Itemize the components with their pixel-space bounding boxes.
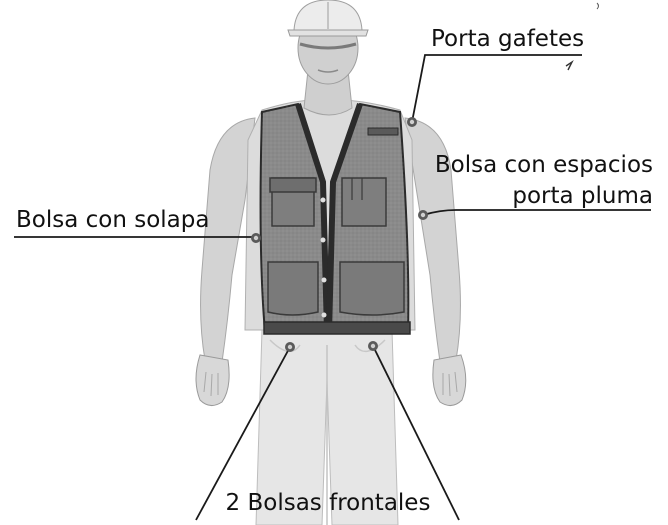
badge-holder-label: Porta gafetes — [431, 26, 584, 52]
front-pocket-leader-right — [372, 345, 460, 521]
left-arm — [195, 117, 256, 406]
callout-lines — [14, 54, 651, 521]
right-arm — [404, 117, 467, 406]
front-pocket-leader-left — [195, 346, 291, 521]
scan-marks — [565, 2, 599, 71]
flap-pocket-label: Bolsa con solapa — [16, 207, 209, 233]
pen-pocket — [341, 177, 387, 227]
pen-pocket-label-line1: Bolsa con espacios — [435, 152, 653, 178]
badge-holder-leader — [411, 54, 582, 123]
badge-holder — [367, 127, 399, 136]
vest-icon — [259, 102, 411, 335]
flap-pocket — [269, 177, 317, 227]
front-pockets-label: 2 Bolsas frontales — [226, 490, 431, 516]
lower-right-pocket — [339, 261, 405, 316]
vest-bottom-band — [263, 321, 411, 335]
worker-figure — [195, 0, 467, 525]
hard-hat-icon — [287, 0, 369, 37]
pants — [255, 329, 399, 525]
left-hand — [195, 354, 230, 406]
callout-dots — [251, 117, 428, 352]
pen-pocket-leader — [422, 209, 651, 216]
pen-pocket-label-line2: porta pluma — [512, 183, 653, 209]
lower-left-pocket — [267, 261, 319, 316]
